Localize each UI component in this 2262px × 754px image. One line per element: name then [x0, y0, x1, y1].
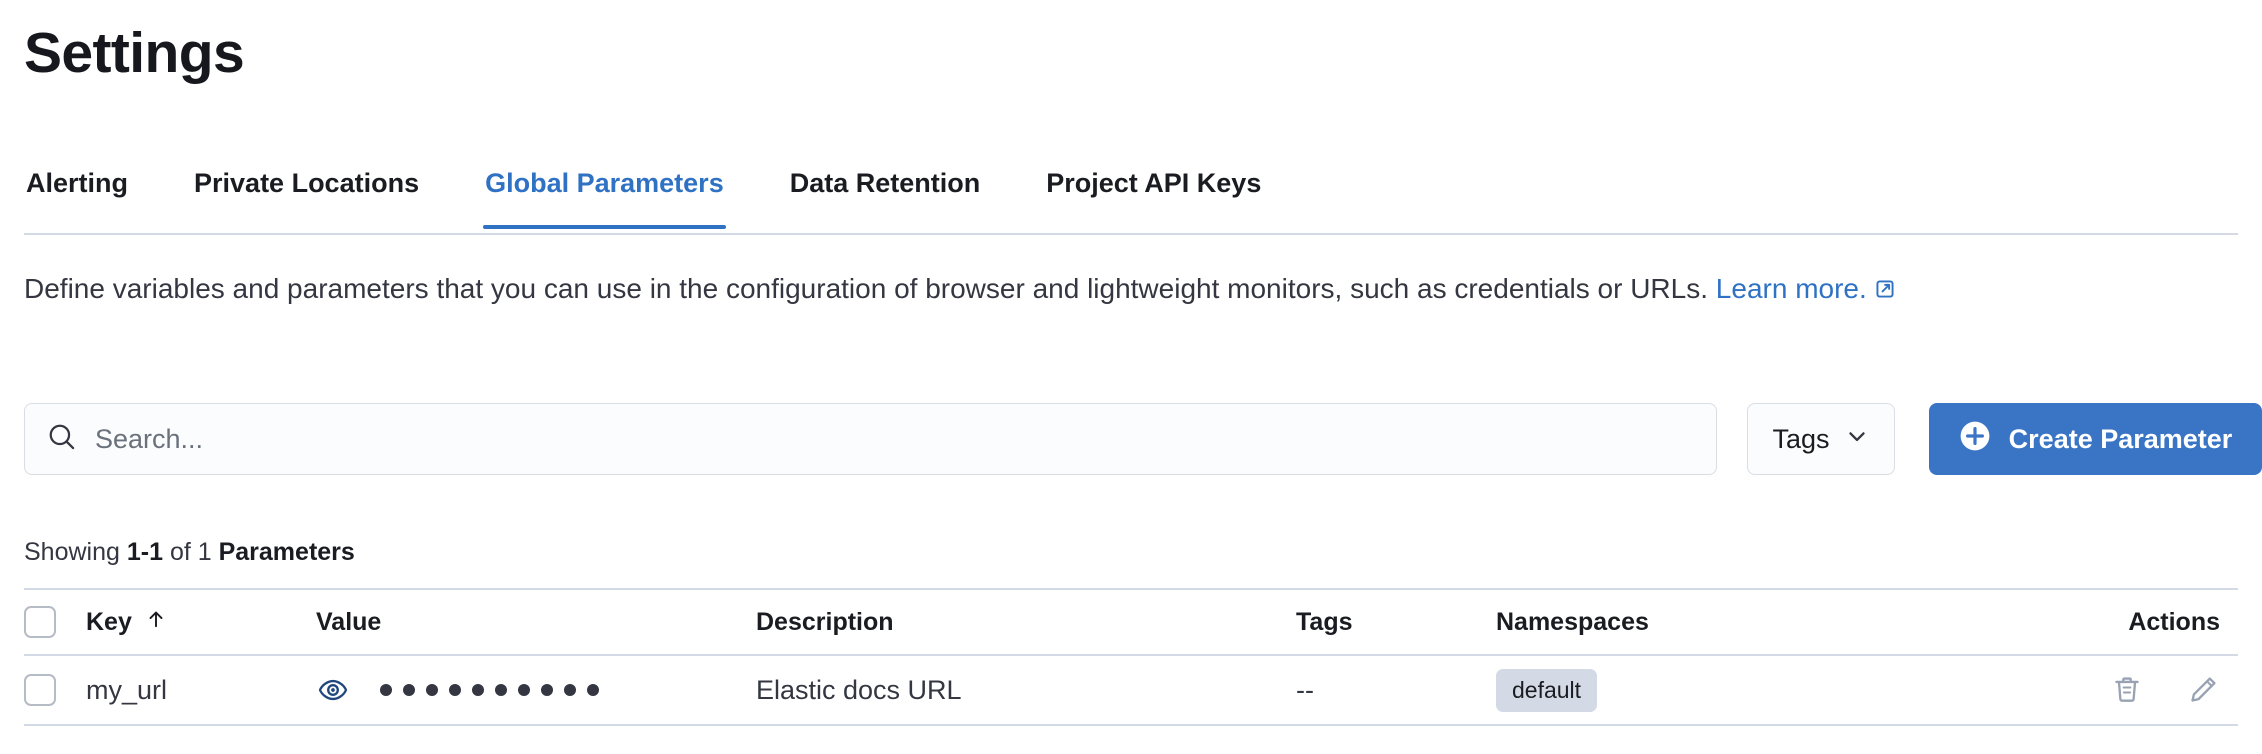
create-parameter-label: Create Parameter	[2008, 423, 2233, 454]
row-select-checkbox[interactable]	[24, 674, 56, 706]
tab-alerting[interactable]: Alerting	[24, 160, 130, 227]
search-icon	[47, 422, 77, 457]
settings-tabs: Alerting Private Locations Global Parame…	[24, 160, 2238, 235]
table-row: my_url Elastic docs URL -- default	[24, 654, 2238, 726]
summary-range: 1-1	[126, 538, 163, 566]
masked-value	[380, 684, 599, 696]
search-input[interactable]	[95, 404, 1694, 474]
cell-actions	[1946, 673, 2238, 707]
eye-icon[interactable]	[316, 673, 350, 707]
controls-row: Tags Create Parameter	[24, 403, 2262, 475]
results-summary: Showing 1-1 of 1 Parameters	[24, 538, 355, 567]
summary-middle: of 1	[163, 538, 219, 566]
cell-key: my_url	[86, 674, 168, 705]
column-header-key-label: Key	[86, 607, 132, 636]
row-select-cell	[24, 674, 86, 706]
tab-project-api-keys[interactable]: Project API Keys	[1044, 160, 1263, 227]
tab-data-retention[interactable]: Data Retention	[788, 160, 983, 227]
table-header-row: Key Value Description Tags Namespaces Ac…	[24, 588, 2238, 654]
create-parameter-button[interactable]: Create Parameter	[1929, 403, 2262, 475]
column-header-description-label: Description	[756, 607, 894, 636]
learn-more-link[interactable]: Learn more.	[1715, 273, 1867, 304]
cell-tags: --	[1296, 674, 1314, 705]
column-header-value-label: Value	[316, 607, 382, 636]
cell-description: Elastic docs URL	[756, 674, 962, 705]
plus-circle-icon	[1959, 420, 1991, 459]
column-header-actions: Actions	[1946, 608, 2238, 637]
description-text: Define variables and parameters that you…	[24, 273, 1709, 304]
page-description: Define variables and parameters that you…	[24, 272, 2244, 308]
summary-prefix: Showing	[24, 538, 127, 566]
tags-filter-button[interactable]: Tags	[1747, 403, 1895, 475]
column-header-namespaces[interactable]: Namespaces	[1496, 608, 1946, 637]
column-header-key[interactable]: Key	[86, 607, 316, 638]
chevron-down-icon	[1844, 423, 1870, 456]
column-header-value[interactable]: Value	[316, 608, 756, 637]
tags-filter-label: Tags	[1772, 423, 1830, 454]
tab-private-locations[interactable]: Private Locations	[192, 160, 421, 227]
select-all-cell	[24, 606, 86, 638]
parameters-table: Key Value Description Tags Namespaces Ac…	[24, 588, 2238, 726]
arrow-up-icon	[144, 607, 168, 638]
column-header-tags-label: Tags	[1296, 607, 1353, 636]
edit-parameter-button[interactable]	[2186, 673, 2220, 707]
column-header-description[interactable]: Description	[756, 608, 1296, 637]
column-header-tags[interactable]: Tags	[1296, 608, 1496, 637]
select-all-checkbox[interactable]	[24, 606, 56, 638]
namespace-badge: default	[1496, 668, 1598, 712]
cell-namespaces: default	[1496, 668, 1946, 712]
page-title: Settings	[24, 21, 245, 85]
external-link-icon	[1874, 274, 1896, 308]
column-header-namespaces-label: Namespaces	[1496, 607, 1649, 636]
summary-entity: Parameters	[218, 538, 355, 566]
search-bar[interactable]	[24, 403, 1717, 475]
tab-global-parameters[interactable]: Global Parameters	[483, 160, 726, 229]
delete-parameter-button[interactable]	[2110, 673, 2144, 707]
cell-value	[316, 673, 756, 707]
column-header-actions-label: Actions	[2128, 607, 2220, 636]
